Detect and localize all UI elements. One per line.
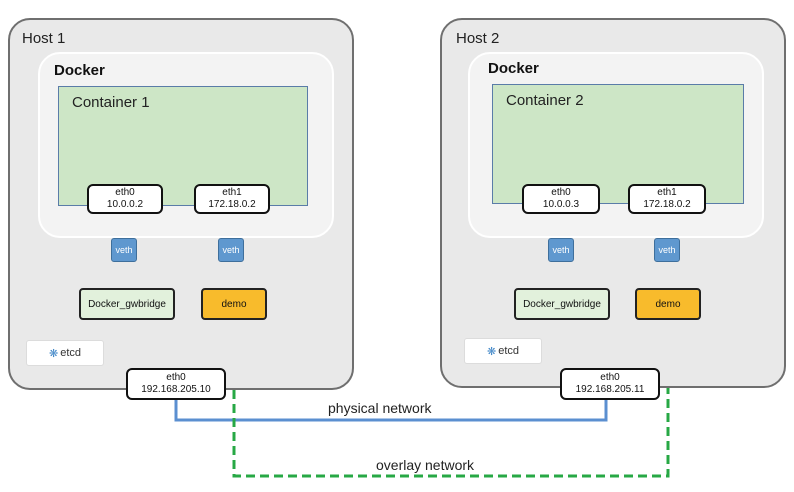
nic-name: eth1 xyxy=(657,187,677,198)
container-2-title: Container 2 xyxy=(506,92,584,109)
host-1-docker-title: Docker xyxy=(54,62,105,79)
host-2-container-eth1: eth1 172.18.0.2 xyxy=(628,184,706,214)
nic-name: eth0 xyxy=(600,372,620,383)
nic-name: eth0 xyxy=(551,187,571,198)
host-1-veth-right: veth xyxy=(218,238,244,262)
overlay-network-label: overlay network xyxy=(376,457,475,473)
host-1-container-eth0: eth0 10.0.0.2 xyxy=(87,184,163,214)
host-2-container-eth0: eth0 10.0.0.3 xyxy=(522,184,600,214)
host-2-etcd: ❋ etcd xyxy=(464,338,542,364)
nic-ip: 10.0.0.2 xyxy=(106,199,144,210)
container-1-title: Container 1 xyxy=(72,94,150,111)
host-2-veth-right: veth xyxy=(654,238,680,262)
host-2-docker-title: Docker xyxy=(488,60,539,77)
host-1-container-eth1: eth1 172.18.0.2 xyxy=(194,184,270,214)
host-1-etcd: ❋ etcd xyxy=(26,340,104,366)
host-1-demo: demo xyxy=(201,288,267,320)
host-2-title: Host 2 xyxy=(456,30,500,47)
nic-ip: 172.18.0.2 xyxy=(643,199,691,210)
etcd-icon: ❋ xyxy=(48,347,59,360)
nic-ip: 172.18.0.2 xyxy=(208,199,256,210)
host-2-demo: demo xyxy=(635,288,701,320)
overlay-network-line xyxy=(232,320,670,478)
etcd-label: etcd xyxy=(60,347,81,359)
nic-name: eth0 xyxy=(115,187,135,198)
host-1-veth-left: veth xyxy=(111,238,137,262)
etcd-icon: ❋ xyxy=(486,345,497,358)
nic-ip: 192.168.205.10 xyxy=(141,384,211,395)
host-1-eth0: eth0 192.168.205.10 xyxy=(126,368,226,400)
nic-ip: 10.0.0.3 xyxy=(542,199,580,210)
host-2-eth0: eth0 192.168.205.11 xyxy=(560,368,660,400)
nic-name: eth1 xyxy=(222,187,242,198)
host-1-title: Host 1 xyxy=(22,30,66,47)
host-2-docker-gwbridge: Docker_gwbridge xyxy=(514,288,610,320)
host-2-veth-left: veth xyxy=(548,238,574,262)
nic-name: eth0 xyxy=(166,372,186,383)
physical-network-line xyxy=(174,398,608,422)
etcd-label: etcd xyxy=(498,345,519,357)
host-1-docker-gwbridge: Docker_gwbridge xyxy=(79,288,175,320)
nic-ip: 192.168.205.11 xyxy=(575,384,645,395)
physical-network-label: physical network xyxy=(328,400,432,416)
